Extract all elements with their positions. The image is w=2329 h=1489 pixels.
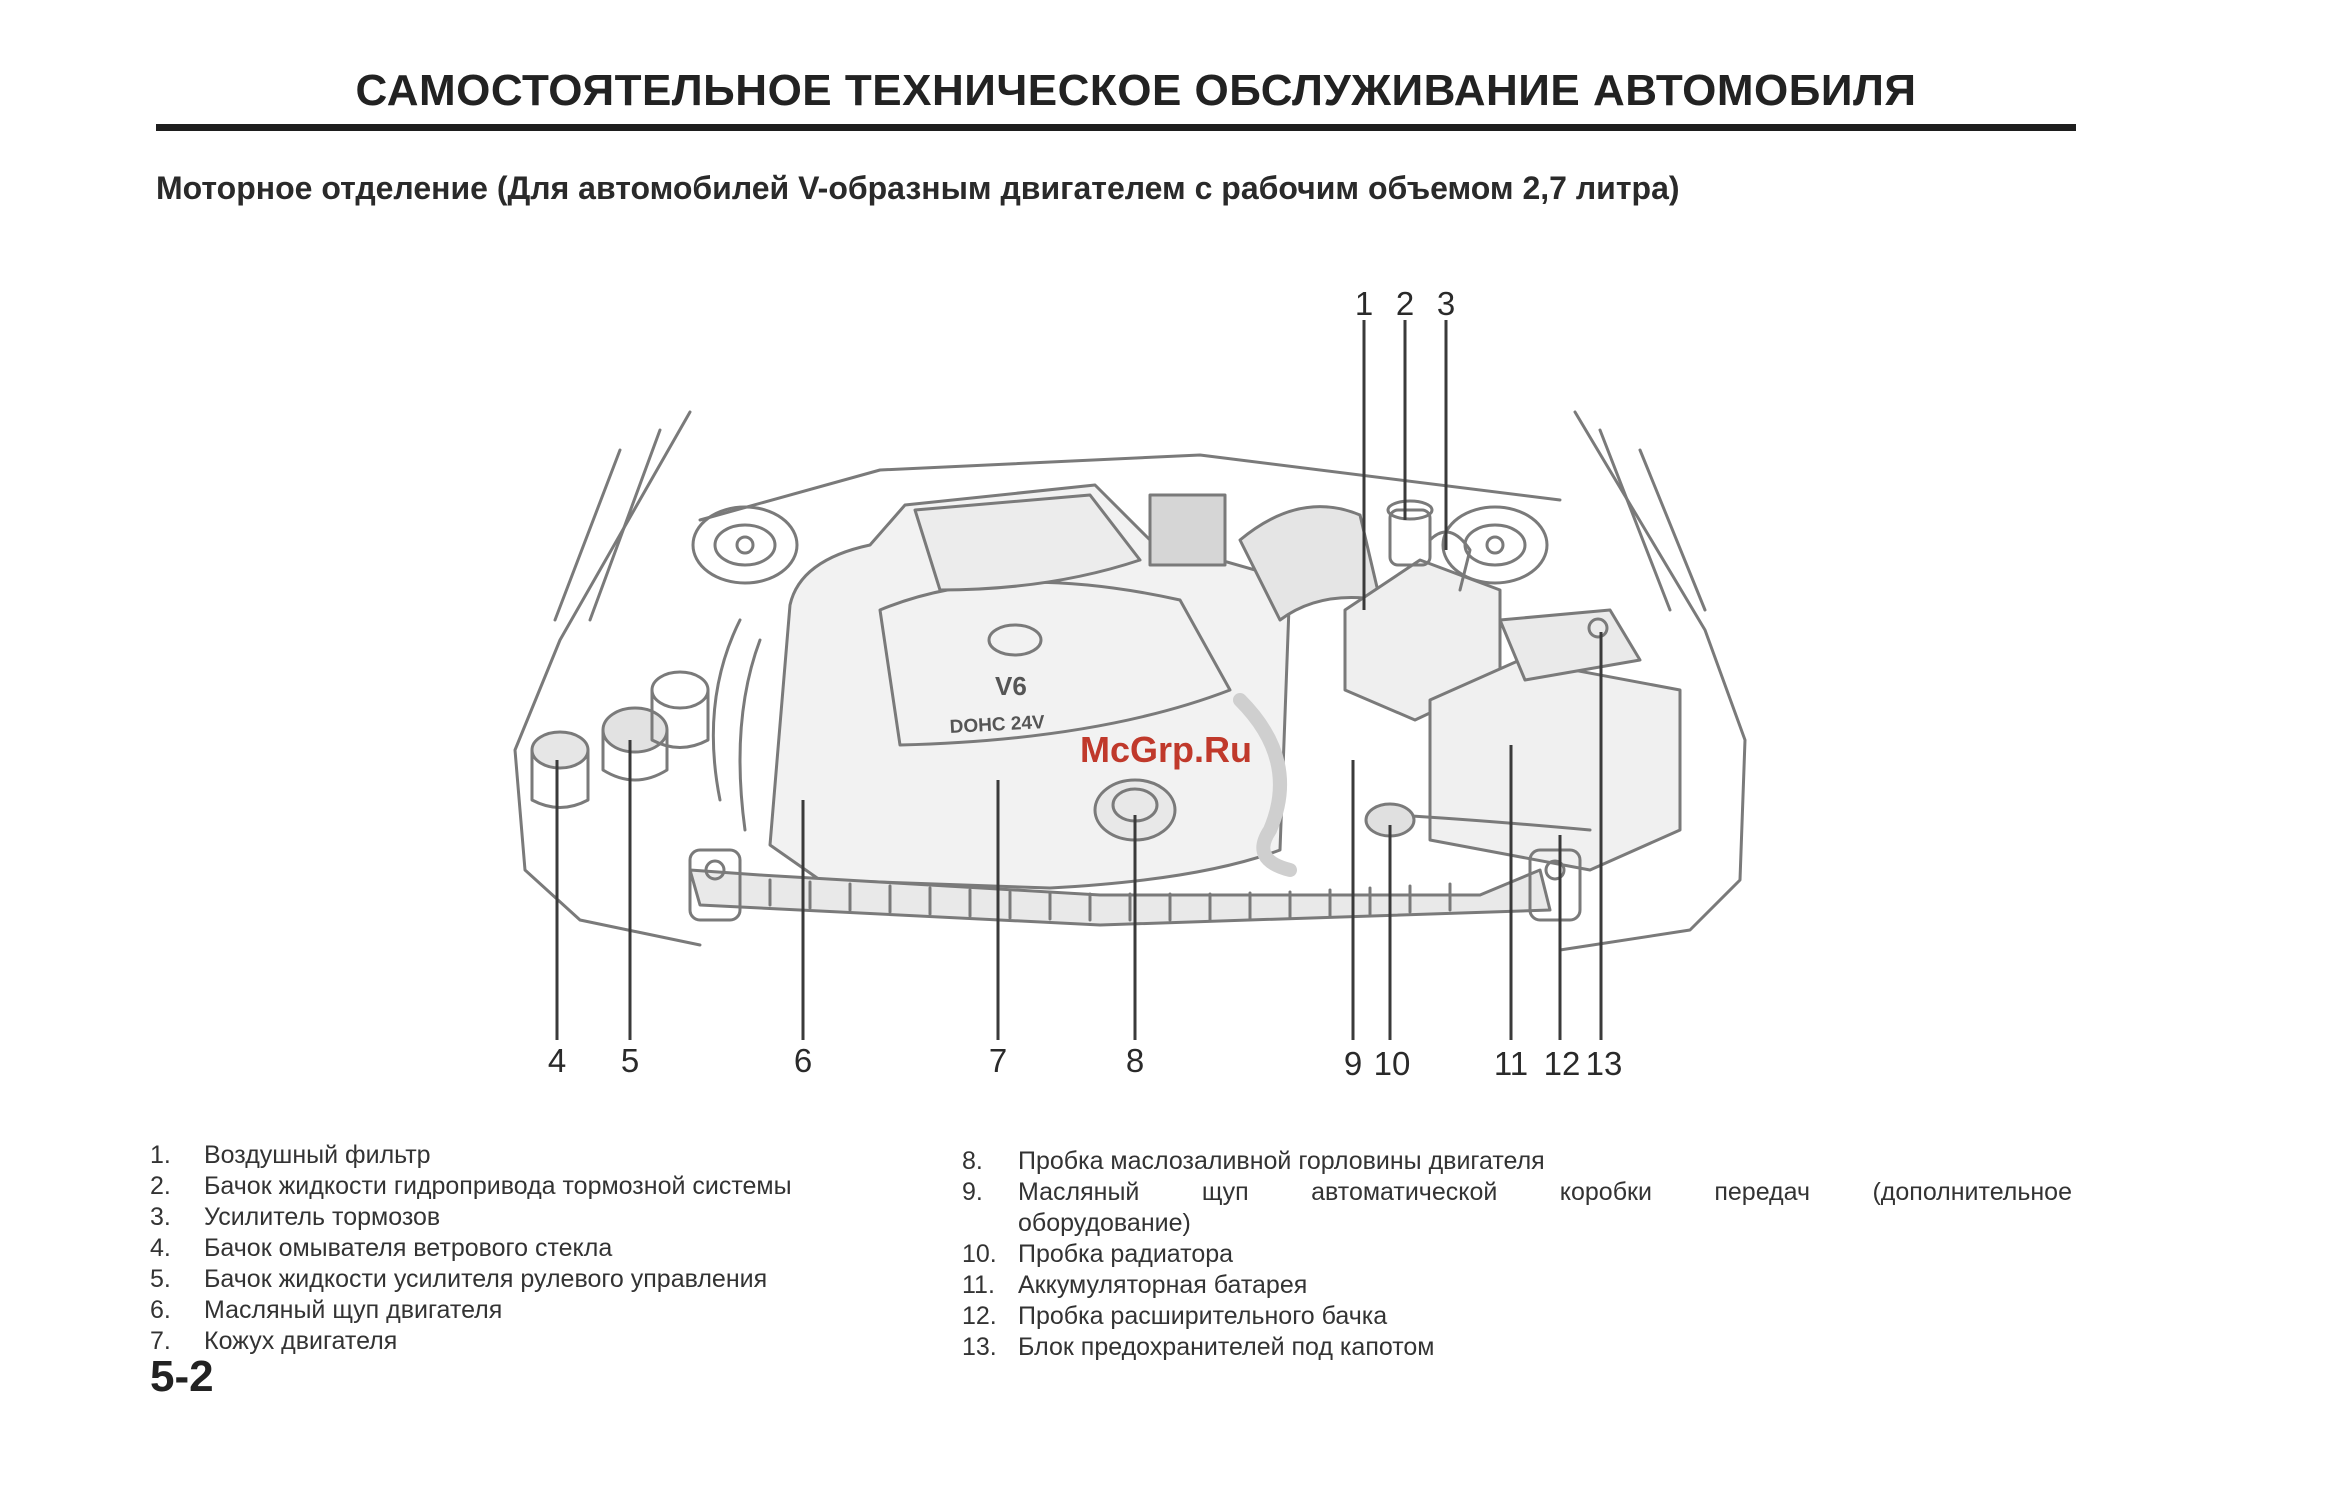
legend-item: 4. Бачок омывателя ветрового стекла	[150, 1233, 910, 1264]
legend-right-column: 8. Пробка маслозаливной горловины двигате…	[962, 1146, 2072, 1363]
legend-text: Бачок омывателя ветрового стекла	[204, 1234, 613, 1262]
washer-reservoir	[530, 730, 590, 809]
battery	[1428, 658, 1682, 872]
legend-text: Бачок жидкости усилителя рулевого управл…	[204, 1265, 768, 1293]
legend-text: Кожух двигателя	[204, 1327, 398, 1355]
legend-number: 6.	[150, 1296, 171, 1324]
battery-cable	[1393, 813, 1592, 832]
legend-number: 2.	[150, 1172, 171, 1200]
callout-label-13: 13	[1586, 1045, 1623, 1082]
radiator-support	[688, 868, 1552, 927]
callout-label-5: 5	[621, 1042, 639, 1079]
legend-item: 6. Масляный щуп двигателя	[150, 1295, 910, 1326]
legend-left-column: 1. Воздушный фильтр 2. Бачок жидкости гидр…	[150, 1140, 910, 1357]
callout-label-2: 2	[1396, 285, 1414, 322]
legend-item: 3. Усилитель тормозов	[150, 1202, 910, 1233]
legend-item: 13. Блок предохранителей под капотом	[962, 1332, 2072, 1363]
callout-label-7: 7	[989, 1042, 1007, 1079]
air-intake-hose	[1238, 505, 1382, 622]
front-mount-left	[688, 848, 742, 922]
legend-text: Бачок жидкости гидропривода тормозной си…	[204, 1172, 792, 1200]
legend-text: Аккумуляторная батарея	[1018, 1271, 1308, 1299]
callout-label-12: 12	[1544, 1045, 1581, 1082]
legend-number: 1.	[150, 1141, 171, 1169]
hood-outline-left	[513, 410, 702, 947]
callout-label-4: 4	[548, 1042, 566, 1079]
legend-text: Пробка маслозаливной горловины двигателя	[1018, 1147, 1545, 1175]
radiator-fins	[768, 878, 1452, 922]
resonator-block	[1148, 493, 1227, 567]
legend-item: 11. Аккумуляторная батарея	[962, 1270, 2072, 1301]
callout-label-10: 10	[1374, 1045, 1411, 1082]
legend-item: 12. Пробка расширительного бачка	[962, 1301, 2072, 1332]
strut-tower-left	[691, 505, 799, 585]
callout-label-11: 11	[1494, 1045, 1528, 1082]
legend-text: Масляный щуп автоматической коробки пере…	[1018, 1178, 2072, 1206]
brand-emblem	[987, 623, 1043, 657]
legend-text-wrapped: Масляный щуп автоматической коробки пере…	[1018, 1177, 2072, 1239]
page-header: САМОСТОЯТЕЛЬНОЕ ТЕХНИЧЕСКОЕ ОБСЛУЖИВАНИЕ…	[156, 66, 2076, 131]
fuse-box-screw	[1587, 617, 1609, 639]
legend-number: 8.	[962, 1147, 983, 1175]
legend-item: 10. Пробка радиатора	[962, 1239, 2072, 1270]
page-title: САМОСТОЯТЕЛЬНОЕ ТЕХНИЧЕСКОЕ ОБСЛУЖИВАНИЕ…	[355, 66, 1917, 115]
legend-item: 8. Пробка маслозаливной горловины двигате…	[962, 1146, 2072, 1177]
page-number: 5-2	[150, 1352, 214, 1401]
legend-number: 9.	[962, 1178, 983, 1206]
section-subtitle: Моторное отделение (Для автомобилей V-об…	[156, 170, 1680, 206]
v6-emblem-text: V6	[995, 671, 1027, 701]
brake-booster	[1428, 530, 1472, 592]
legend-item: 7. Кожух двигателя	[150, 1326, 910, 1357]
legend-item: 5. Бачок жидкости усилителя рулевого упра…	[150, 1264, 910, 1295]
brake-fluid-reservoir	[1386, 499, 1434, 567]
fender-right	[1598, 428, 1707, 612]
header-rule	[156, 124, 2076, 131]
legend-number: 5.	[150, 1265, 171, 1293]
legend-text: Пробка радиатора	[1018, 1240, 1234, 1268]
legend-text: Пробка расширительного бачка	[1018, 1302, 1388, 1330]
legend-number: 12.	[962, 1302, 997, 1330]
legend-item: 9. Масляный щуп автоматической коробки пе…	[962, 1177, 2072, 1239]
legend-number: 13.	[962, 1333, 997, 1361]
intake-manifold	[913, 493, 1142, 592]
callout-label-3: 3	[1437, 285, 1455, 322]
callout-label-8: 8	[1126, 1042, 1144, 1079]
callout-label-1: 1	[1355, 285, 1373, 322]
legend-item: 1. Воздушный фильтр	[150, 1140, 910, 1171]
legend-item: 2. Бачок жидкости гидропривода тормозной …	[150, 1171, 910, 1202]
strut-tower-right	[1441, 505, 1549, 585]
legend-number: 4.	[150, 1234, 171, 1262]
watermark-text: McGrp.Ru	[1080, 729, 1252, 770]
coolant-hose	[1233, 693, 1297, 877]
coolant-overflow-tank	[650, 670, 710, 749]
legend-number: 3.	[150, 1203, 171, 1231]
dohc-badge-text: DOHC 24V	[949, 712, 1045, 738]
legend-text: Воздушный фильтр	[204, 1141, 431, 1169]
front-mount-right	[1528, 848, 1582, 922]
legend-number: 7.	[150, 1327, 171, 1355]
fender-left	[553, 428, 662, 622]
legend-text-continuation: оборудование)	[1018, 1209, 1191, 1237]
legend-text: Блок предохранителей под капотом	[1018, 1333, 1435, 1361]
fuse-box	[1498, 608, 1642, 682]
oil-filler-cap	[1093, 778, 1177, 842]
callout-label-9: 9	[1344, 1045, 1362, 1082]
legend-text: Масляный щуп двигателя	[204, 1296, 503, 1324]
callout-leaders	[555, 320, 1603, 1040]
callout-label-6: 6	[794, 1042, 812, 1079]
legend-number: 10.	[962, 1240, 997, 1268]
engine-wiring-left	[711, 618, 762, 832]
legend-number: 11.	[962, 1271, 995, 1299]
hood-outline-right	[1558, 410, 1747, 952]
firewall-line	[698, 453, 1562, 522]
legend-text: Усилитель тормозов	[204, 1203, 441, 1231]
